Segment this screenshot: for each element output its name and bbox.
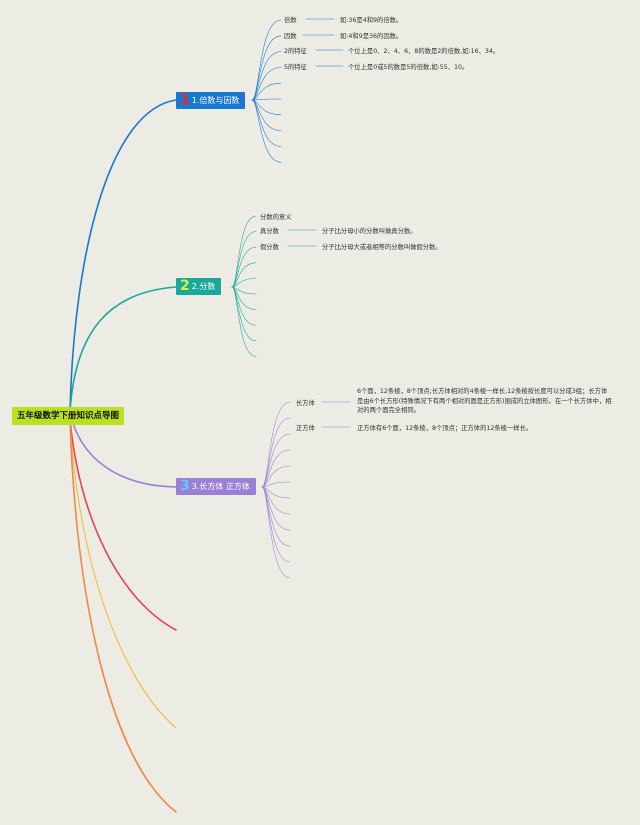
leaf-label[interactable]: 因数 bbox=[284, 33, 297, 40]
leaf-label[interactable]: 5的特征 bbox=[284, 64, 307, 71]
branch-fan bbox=[231, 262, 257, 288]
leaf-description: 个位上是0或5的数是5的倍数,如:55、10。 bbox=[348, 64, 469, 71]
branch-number: 2 bbox=[180, 278, 190, 294]
branch-fan bbox=[261, 433, 291, 488]
branch-fan bbox=[251, 99, 282, 131]
leaf-label[interactable]: 假分数 bbox=[260, 244, 279, 251]
leaf-label[interactable]: 2的特征 bbox=[284, 48, 307, 55]
leaf-description: 如:4和9是36的因数。 bbox=[340, 33, 403, 40]
branch-fan bbox=[261, 486, 291, 563]
branch-fan bbox=[251, 19, 282, 101]
branch-fan bbox=[261, 486, 291, 499]
branch-fan bbox=[251, 82, 282, 101]
branch-fan bbox=[231, 286, 257, 357]
branch-fan bbox=[231, 215, 257, 288]
branch-fan bbox=[261, 401, 291, 488]
leaf-description: 正方体有6个面，12条棱，8个顶点；正方体的12条棱一样长。 bbox=[357, 425, 533, 432]
branch-node-cuboid-cube[interactable]: 3 3.长方体 正方体 bbox=[176, 478, 256, 495]
branch-label: 2.分数 bbox=[191, 282, 216, 291]
branch-fan bbox=[231, 286, 257, 342]
branch-fan bbox=[261, 417, 291, 488]
branch-node-multiples-factors[interactable]: 1 1.倍数与因数 bbox=[176, 92, 246, 109]
root-connector bbox=[69, 419, 177, 631]
leaf-description: 6个面，12条棱，8个顶点;长方体相对的4条棱一样长,12条棱按长度可以分成3组… bbox=[357, 388, 612, 414]
leaf-label[interactable]: 正方体 bbox=[296, 425, 315, 432]
branch-fan bbox=[251, 98, 282, 101]
branch-fan bbox=[261, 486, 291, 579]
leaf-label[interactable]: 倍数 bbox=[284, 17, 297, 24]
root-node[interactable]: 五年级数学下册知识点导图 bbox=[12, 407, 125, 425]
root-connector bbox=[69, 99, 177, 413]
branch-fan bbox=[231, 286, 257, 326]
leaf-description: 分子比分母大或者相等的分数叫做假分数。 bbox=[322, 244, 442, 251]
branch-number: 3 bbox=[180, 478, 190, 494]
leaf-description: 如:36是4和9的倍数。 bbox=[340, 17, 403, 24]
branch-fan bbox=[251, 51, 282, 101]
branch-fan bbox=[231, 246, 257, 288]
branch-fan bbox=[231, 286, 257, 295]
branch-fan bbox=[261, 481, 291, 488]
branch-fan bbox=[261, 465, 291, 488]
leaf-description: 分子比分母小的分数叫做真分数。 bbox=[322, 228, 417, 235]
branch-fan bbox=[231, 278, 257, 288]
root-connector bbox=[69, 419, 177, 729]
branch-fan bbox=[251, 99, 282, 163]
branch-fan bbox=[251, 99, 282, 116]
branch-fan bbox=[251, 99, 282, 147]
branch-label: 3.长方体 正方体 bbox=[191, 482, 250, 491]
leaf-description: 个位上是0、2、4、6、8的数是2的倍数,如:16、34。 bbox=[348, 48, 500, 55]
leaf-label[interactable]: 真分数 bbox=[260, 228, 279, 235]
leaf-label[interactable]: 分数的意义 bbox=[260, 214, 292, 221]
root-connector bbox=[69, 411, 177, 488]
branch-node-fractions[interactable]: 2 2.分数 bbox=[176, 278, 222, 295]
branch-fan bbox=[261, 449, 291, 488]
root-connector bbox=[69, 419, 177, 813]
branch-number: 1 bbox=[180, 92, 190, 108]
branch-label: 1.倍数与因数 bbox=[191, 96, 240, 105]
root-connector bbox=[69, 286, 177, 413]
leaf-label[interactable]: 长方体 bbox=[296, 400, 315, 407]
